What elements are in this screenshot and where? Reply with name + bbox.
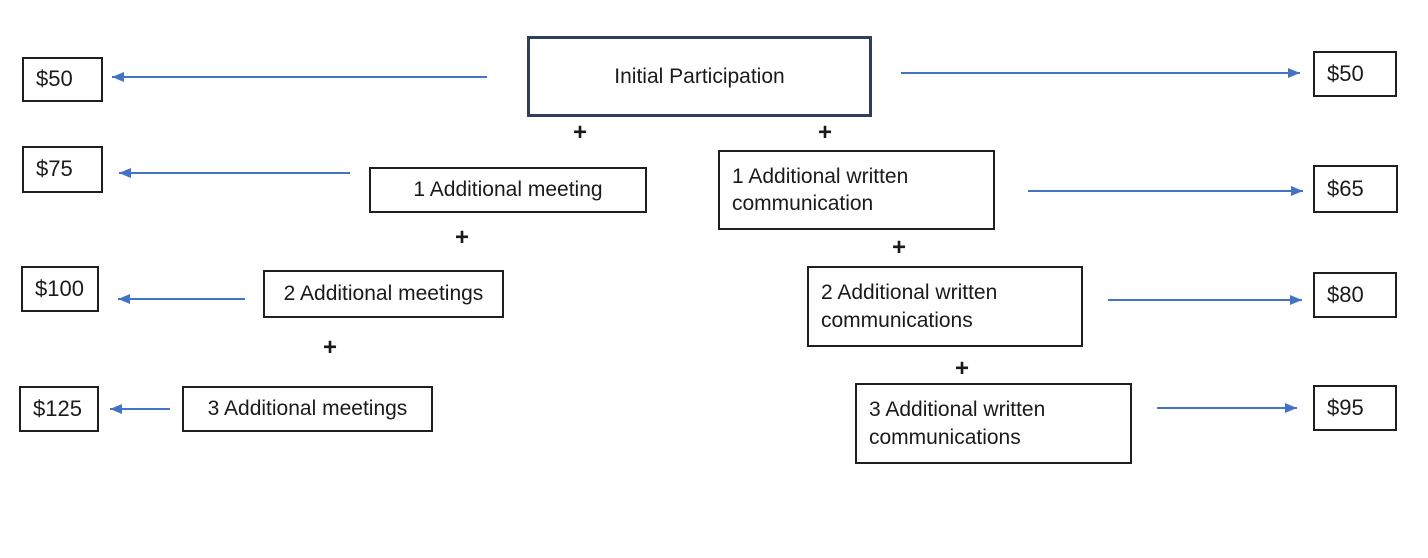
value-left-125: $125 xyxy=(19,386,99,432)
plus-icon-written-2: + xyxy=(954,355,970,382)
plus-icon-meetings-1: + xyxy=(454,224,470,251)
plus-icon-meetings-2: + xyxy=(322,334,338,361)
node-3-additional-written-communications: 3 Additional written communications xyxy=(855,383,1132,464)
node-3-additional-meetings: 3 Additional meetings xyxy=(182,386,433,432)
node-2-additional-meetings: 2 Additional meetings xyxy=(263,270,504,318)
node-2-additional-written-communications: 2 Additional written communications xyxy=(807,266,1083,347)
node-1-additional-written-communication: 1 Additional written communication xyxy=(718,150,995,230)
value-left-75: $75 xyxy=(22,146,103,193)
plus-icon-root-right: + xyxy=(817,119,833,146)
plus-icon-written-1: + xyxy=(891,234,907,261)
value-right-initial-50: $50 xyxy=(1313,51,1397,97)
value-right-80: $80 xyxy=(1313,272,1397,318)
value-left-100: $100 xyxy=(21,266,99,312)
node-initial-participation: Initial Participation xyxy=(527,36,872,117)
value-right-65: $65 xyxy=(1313,165,1398,213)
value-right-95: $95 xyxy=(1313,385,1397,431)
plus-icon-root-left: + xyxy=(572,119,588,146)
node-1-additional-meeting: 1 Additional meeting xyxy=(369,167,647,213)
value-left-initial-50: $50 xyxy=(22,57,103,102)
